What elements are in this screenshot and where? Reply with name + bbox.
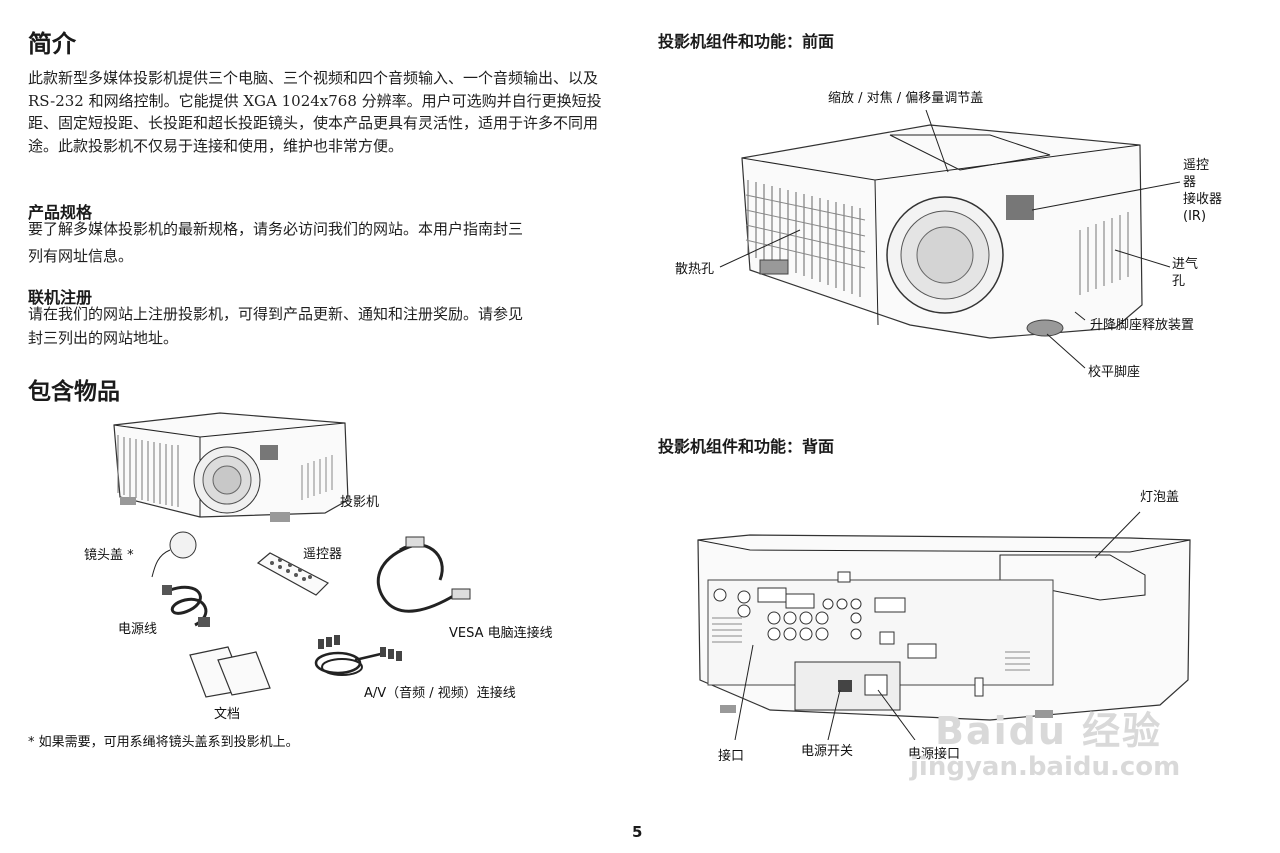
label-elevator-release: 升降脚座释放装置 — [1090, 318, 1195, 333]
included-title: 包含物品 — [28, 379, 120, 405]
label-power-cord: 电源线 — [118, 622, 158, 637]
register-line2: 封三列出的网站地址。 — [28, 329, 179, 347]
label-power-port: 电源接口 — [908, 747, 961, 762]
label-ir-line2: 器 — [1183, 175, 1197, 190]
back-projector-illustration — [697, 511, 1191, 740]
label-leveling-foot: 校平脚座 — [1088, 365, 1141, 380]
watermark-url: jingyan.baidu.com — [910, 752, 1181, 782]
label-ir-line1: 遥控 — [1183, 158, 1210, 173]
label-vents: 散热孔 — [675, 262, 715, 277]
label-intake-line2: 孔 — [1172, 274, 1186, 289]
label-intake: 进气 孔 — [1172, 256, 1198, 290]
specs-line1: 要了解多媒体投影机的最新规格，请务必访问我们的网站。本用户指南封三 — [28, 220, 524, 238]
intro-paragraph: 此款新型多媒体投影机提供三个电脑、三个视频和四个音频输入、一个音频输出、以及 R… — [28, 69, 602, 155]
av-cable-image — [314, 635, 402, 676]
watermark-brand: Baidu 经验 — [935, 709, 1163, 753]
register-line1: 请在我们的网站上注册投影机，可得到产品更新、通知和注册奖励。请参见 — [28, 305, 524, 323]
label-zoom-cover: 缩放 / 对焦 / 偏移量调节盖 — [828, 91, 984, 106]
label-power-switch: 电源开关 — [801, 744, 854, 759]
label-ports: 接口 — [718, 749, 745, 764]
back-title: 投影机组件和功能：背面 — [658, 437, 835, 456]
label-av-cable: A/V（音频 / 视频）连接线 — [364, 686, 516, 701]
label-ir-receiver: 遥控 器 接收器 (IR) — [1183, 157, 1222, 225]
power-cord-image — [162, 585, 210, 627]
included-footnote: * 如果需要，可用系绳将镜头盖系到投影机上。 — [28, 735, 299, 750]
documents-image — [189, 646, 271, 698]
intro-title: 简介 — [28, 30, 76, 58]
label-vesa-cable: VESA 电脑连接线 — [449, 626, 553, 641]
label-intake-line1: 进气 — [1172, 257, 1199, 272]
label-remote: 遥控器 — [303, 547, 343, 562]
front-projector-illustration — [719, 109, 1181, 369]
label-lens-cap: 镜头盖 * — [84, 548, 134, 563]
label-ir-line4: (IR) — [1183, 209, 1207, 224]
label-documents: 文档 — [214, 707, 241, 722]
vesa-cable-image — [376, 536, 471, 613]
label-projector: 投影机 — [340, 495, 380, 510]
label-lamp-cover: 灯泡盖 — [1140, 490, 1180, 505]
included-items-illustration — [113, 412, 471, 698]
specs-line2: 列有网址信息。 — [28, 247, 134, 265]
label-ir-line3: 接收器 — [1183, 192, 1223, 207]
register-title: 联机注册 — [28, 288, 93, 307]
projector-image — [113, 412, 349, 522]
front-title: 投影机组件和功能：前面 — [658, 32, 835, 51]
page-number: 5 — [632, 823, 643, 841]
specs-title: 产品规格 — [28, 203, 93, 222]
remote-image — [256, 552, 330, 596]
lens-cap-image — [151, 531, 197, 578]
